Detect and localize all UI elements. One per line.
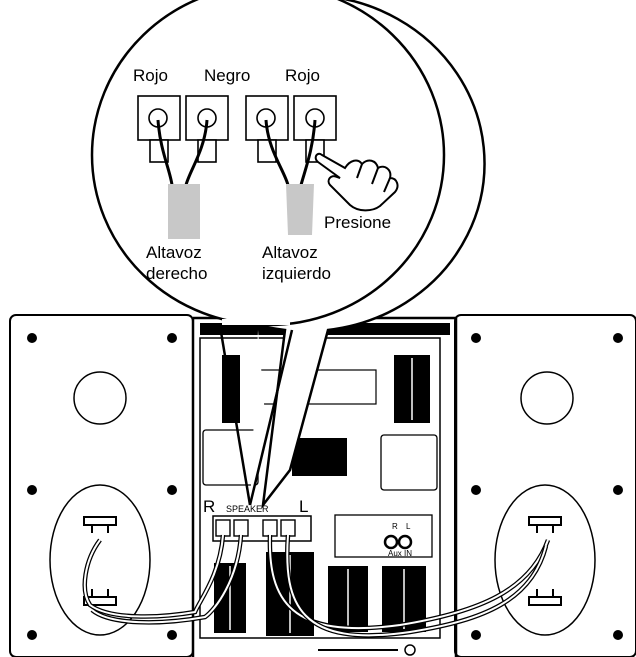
press-label: Presione [324, 213, 391, 232]
terminal-plate [494, 484, 596, 636]
right-speaker-label-line1: Altavoz [146, 243, 202, 262]
red-left-label: Rojo [133, 66, 168, 85]
screw-icon [471, 630, 481, 640]
aux-in-panel [334, 514, 433, 558]
aux-in-label: Aux IN [388, 549, 412, 558]
screw-icon [471, 485, 481, 495]
aux-l-jack-icon [397, 534, 413, 550]
left-speaker-wire-sleeve [286, 184, 314, 235]
left-speaker-label-line2: izquierdo [262, 264, 331, 283]
screw-icon [27, 485, 37, 495]
aux-r-label: R [392, 522, 398, 531]
right-speaker-label-line2: derecho [146, 264, 207, 283]
channel-r-label: R [203, 497, 215, 516]
screw-icon [167, 333, 177, 343]
screw-icon [613, 333, 623, 343]
screw-icon [27, 630, 37, 640]
bass-port [73, 371, 127, 425]
callout-terminals: Rojo Negro Rojo [133, 66, 399, 283]
power-cord-icon [404, 644, 416, 656]
aux-r-jack-icon [383, 534, 399, 550]
red-right-label: Rojo [285, 66, 320, 85]
screw-icon [613, 630, 623, 640]
left-speaker-label-line1: Altavoz [262, 243, 318, 262]
screw-icon [27, 333, 37, 343]
right-speaker-wire-sleeve [168, 184, 200, 239]
black-label: Negro [204, 66, 250, 85]
cooling-grille [380, 434, 438, 491]
label-block [292, 438, 347, 476]
speaker-wires [82, 534, 551, 638]
terminal-plate [49, 484, 151, 636]
bass-port [520, 371, 574, 425]
speaker-terminal-label: SPEAKER [226, 504, 269, 514]
speaker-terminal-icon [83, 516, 117, 606]
cooling-grille [202, 429, 259, 486]
pressing-hand-icon [314, 152, 399, 212]
main-unit-back-panel: R SPEAKER L R L Aux IN [191, 316, 458, 657]
screw-icon [471, 333, 481, 343]
right-speaker-back-panel [9, 314, 194, 657]
speaker-terminal-icon [528, 516, 562, 606]
aux-l-label: L [406, 522, 411, 531]
channel-l-label: L [299, 497, 308, 516]
screw-icon [613, 485, 623, 495]
screw-icon [167, 485, 177, 495]
screw-icon [167, 630, 177, 640]
